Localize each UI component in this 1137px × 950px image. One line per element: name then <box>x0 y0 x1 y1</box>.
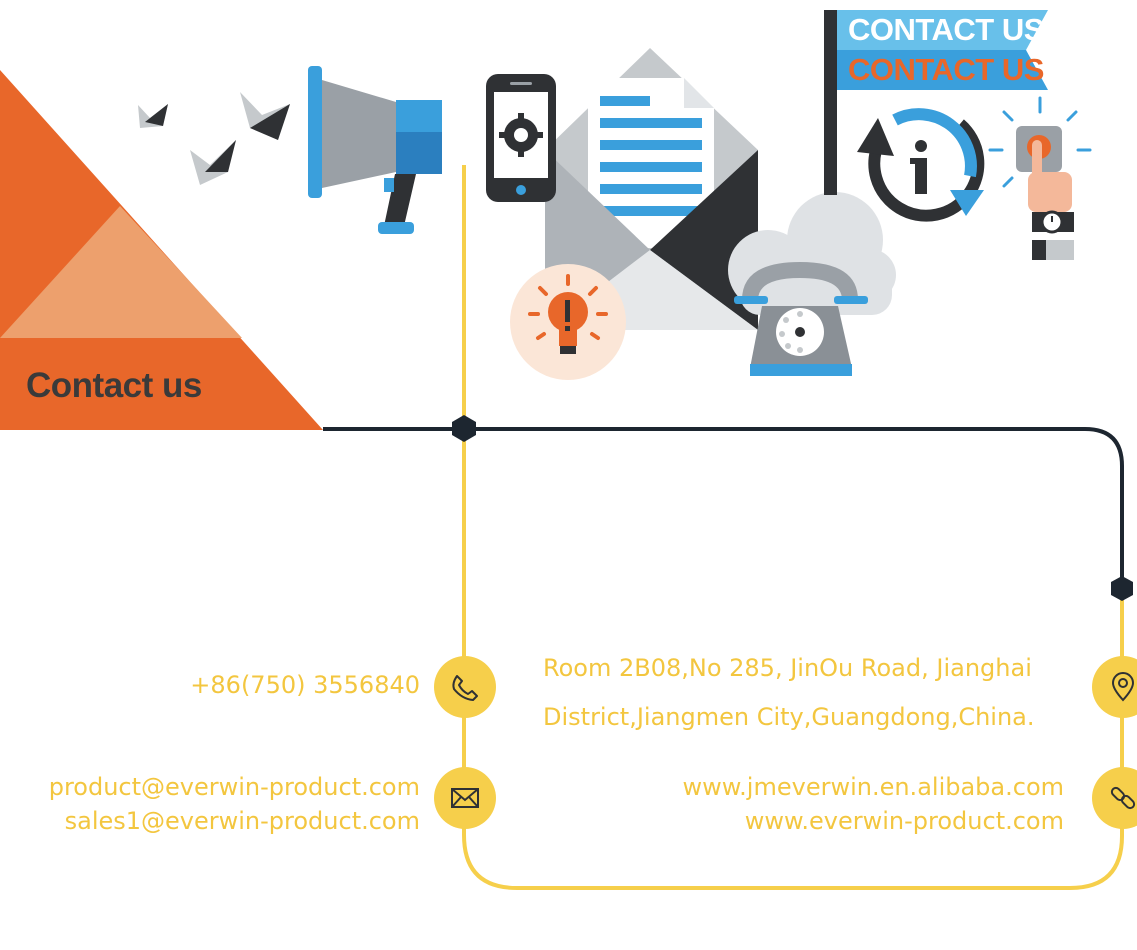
page-title: Contact us <box>26 366 202 405</box>
orange-triangle-shape <box>0 70 323 430</box>
timeline-node <box>452 415 476 442</box>
paper-birds-decoration <box>138 92 290 185</box>
lightbulb-illustration <box>510 264 626 380</box>
email-link[interactable]: sales1@everwin-product.com <box>64 807 420 835</box>
dark-timeline-line <box>323 427 1124 590</box>
email-badge <box>434 767 496 829</box>
cloud-telephone-illustration <box>728 192 896 376</box>
website-list: www.jmeverwin.en.alibaba.com www.everwin… <box>682 770 1064 838</box>
email-list: product@everwin-product.com sales1@everw… <box>49 770 420 838</box>
address-line: District,Jiangmen City,Guangdong,China. <box>543 703 1035 731</box>
location-pin-icon <box>1111 672 1135 702</box>
address-line: Room 2B08,No 285, JinOu Road, Jianghai <box>543 654 1032 682</box>
smartphone-settings-illustration <box>486 74 556 202</box>
contact-flag-illustration <box>824 10 1048 195</box>
hand-button-illustration <box>988 96 1092 260</box>
timeline-node <box>1111 576 1133 601</box>
link-badge <box>1092 767 1137 829</box>
link-icon <box>1110 786 1136 810</box>
email-link[interactable]: product@everwin-product.com <box>48 773 420 801</box>
website-link[interactable]: www.everwin-product.com <box>744 807 1064 835</box>
mail-icon <box>451 788 479 808</box>
website-link[interactable]: www.jmeverwin.en.alibaba.com <box>682 773 1064 801</box>
phone-icon <box>452 675 478 701</box>
flag-text-secondary: CONTACT US <box>848 52 1044 87</box>
flag-text-primary: CONTACT US <box>848 12 1044 47</box>
location-badge <box>1092 656 1137 718</box>
address-block: Room 2B08,No 285, JinOu Road, Jianghai D… <box>543 644 1035 742</box>
phone-number[interactable]: +86(750) 3556840 <box>190 671 420 699</box>
phone-badge <box>434 656 496 718</box>
light-orange-triangle-shape <box>0 206 242 338</box>
yellow-frame-line <box>462 590 1124 890</box>
info-refresh-illustration <box>857 108 985 222</box>
megaphone-illustration <box>308 66 442 234</box>
